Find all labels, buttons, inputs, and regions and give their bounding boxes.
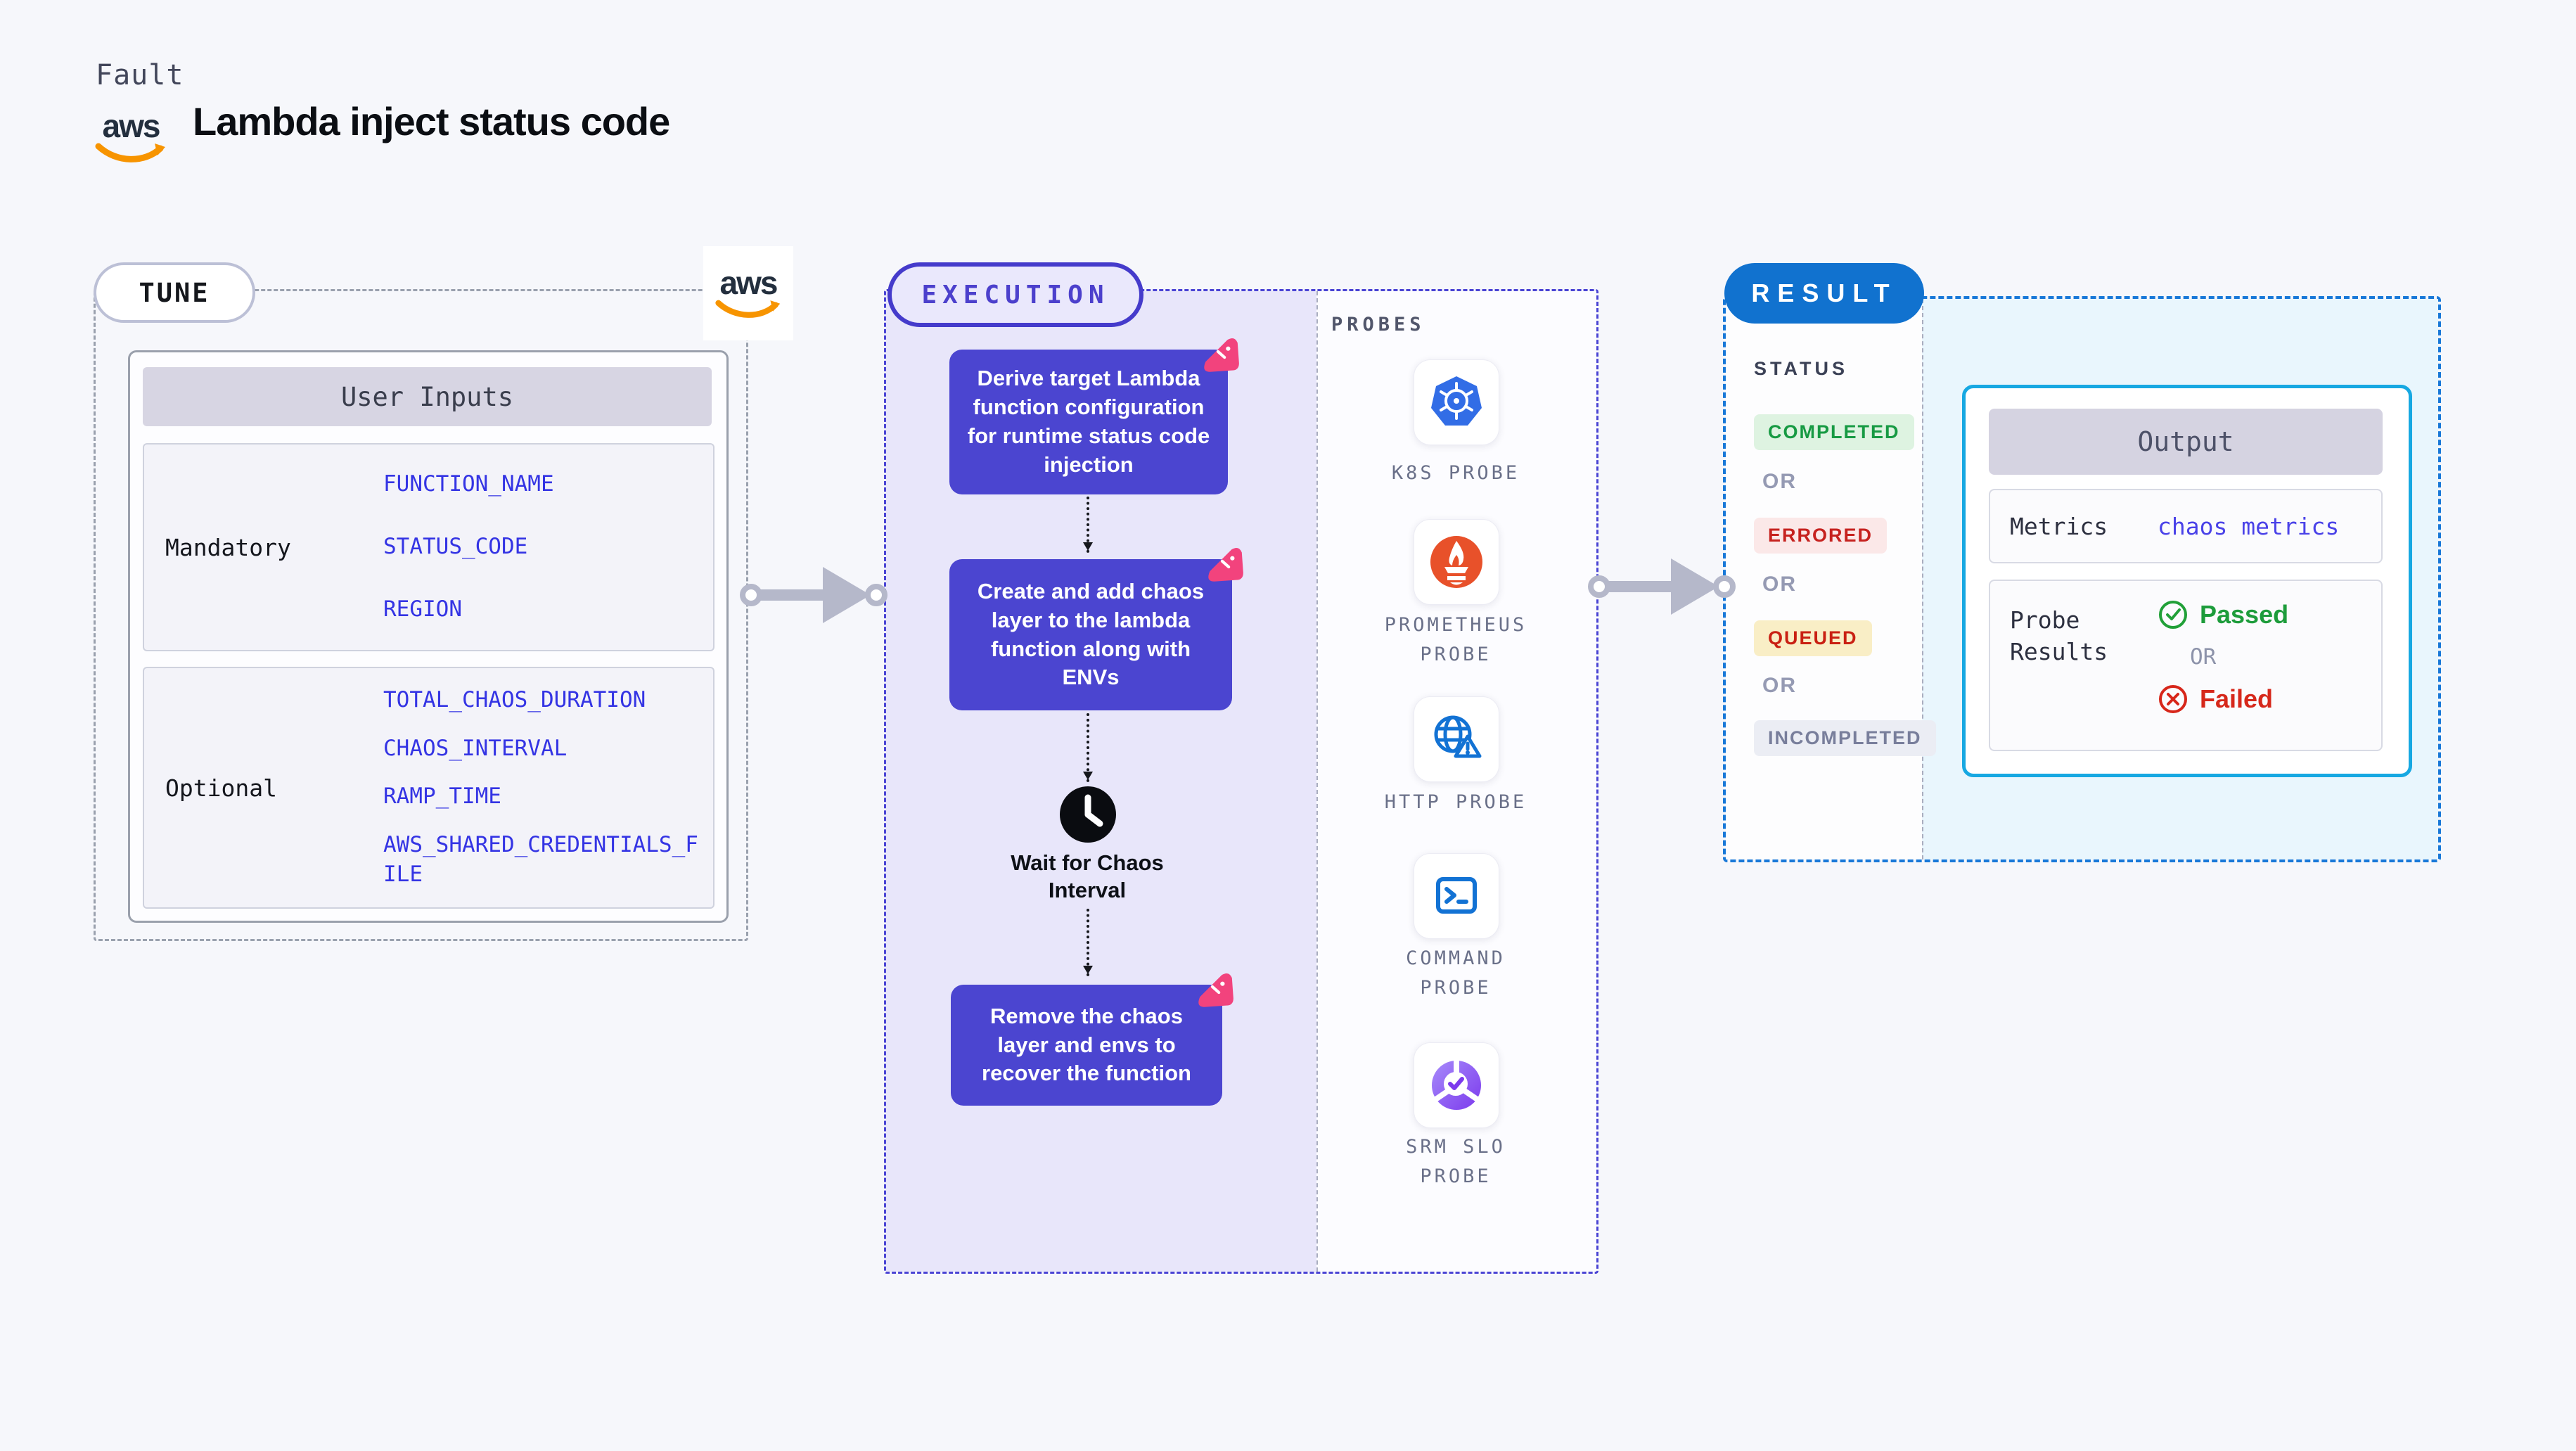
- aws-wordmark: aws: [102, 108, 161, 144]
- probe-label-command: COMMAND PROBE: [1406, 947, 1506, 999]
- user-inputs-table: User Inputs Mandatory FUNCTION_NAME STAT…: [128, 350, 729, 923]
- tune-to-execution-arrow-icon: [740, 567, 887, 623]
- passed-label: Passed: [2200, 600, 2289, 629]
- or-separator: OR: [1762, 470, 1797, 493]
- optional-label: Optional: [165, 774, 277, 802]
- prometheus-icon: [1430, 536, 1482, 588]
- passed-indicator: Passed: [2158, 599, 2288, 630]
- status-badge-queued: QUEUED: [1754, 620, 1872, 656]
- execution-label: EXECUTION: [921, 280, 1110, 309]
- step-derive-config-label: Derive target Lambda function configurat…: [967, 366, 1210, 477]
- step-connector: [1083, 713, 1093, 782]
- user-inputs-header: User Inputs: [143, 367, 712, 426]
- aws-logo: aws: [94, 110, 167, 165]
- metrics-label: Metrics: [2010, 512, 2108, 540]
- probe-card-k8s: [1414, 359, 1499, 445]
- tune-pill: TUNE: [94, 262, 255, 323]
- probes-to-result-arrow-icon: [1588, 558, 1736, 615]
- tune-aws-logo: aws: [703, 246, 793, 340]
- step-add-chaos-layer-label: Create and add chaos layer to the lambda…: [977, 578, 1205, 690]
- fault-type-label: Fault: [96, 59, 184, 91]
- aws-smile-icon: [95, 143, 165, 162]
- output-header: Output: [1989, 409, 2383, 475]
- input-total-chaos-duration: TOTAL_CHAOS_DURATION: [383, 687, 646, 713]
- status-badge-errored: ERRORED: [1754, 518, 1888, 554]
- tune-label: TUNE: [139, 277, 210, 308]
- srm-slo-icon: [1432, 1060, 1481, 1110]
- probe-results-values: Passed OR Failed: [2158, 599, 2288, 731]
- probe-card-prometheus: [1414, 519, 1499, 605]
- optional-values: TOTAL_CHAOS_DURATION CHAOS_INTERVAL RAMP…: [383, 668, 713, 907]
- aws-wordmark: aws: [719, 264, 778, 301]
- result-pill: RESULT: [1724, 263, 1924, 324]
- input-aws-shared-credentials-file: AWS_SHARED_CREDENTIALS_FILE: [383, 831, 698, 887]
- step-remove-chaos-layer: Remove the chaos layer and envs to recov…: [951, 973, 1233, 1106]
- probe-card-srm-slo: [1414, 1042, 1499, 1128]
- input-region: REGION: [383, 596, 462, 622]
- step-add-chaos-layer: Create and add chaos layer to the lambda…: [949, 547, 1243, 710]
- terminal-icon: [1436, 877, 1477, 914]
- step-connector: [1083, 909, 1093, 976]
- probe-card-command: [1414, 853, 1499, 939]
- result-label: RESULT: [1751, 279, 1897, 307]
- status-badge-completed: COMPLETED: [1754, 414, 1914, 450]
- probe-label-k8s: K8S PROBE: [1391, 462, 1520, 484]
- optional-row: Optional TOTAL_CHAOS_DURATION CHAOS_INTE…: [143, 667, 715, 909]
- output-card: Output Metrics chaos metrics Probe Resul…: [1962, 385, 2412, 777]
- failed-indicator: Failed: [2158, 684, 2288, 715]
- or-separator: OR: [2190, 644, 2217, 670]
- probe-card-http: [1414, 696, 1499, 782]
- chaos-fault-icon: [1208, 547, 1243, 582]
- kubernetes-icon: [1431, 376, 1482, 426]
- chaos-fault-icon: [1204, 338, 1239, 372]
- probes-heading: PROBES: [1331, 314, 1425, 335]
- probe-results-row: Probe Results Passed OR Failed: [1989, 580, 2383, 751]
- metrics-row: Metrics chaos metrics: [1989, 489, 2383, 563]
- probe-label-prometheus: PROMETHEUS PROBE: [1384, 614, 1527, 665]
- input-function-name: FUNCTION_NAME: [383, 471, 554, 497]
- execution-pill: EXECUTION: [887, 262, 1143, 327]
- or-separator: OR: [1762, 674, 1797, 697]
- chaos-fault-icon: [1198, 973, 1233, 1007]
- status-heading: STATUS: [1754, 358, 1848, 379]
- input-ramp-time: RAMP_TIME: [383, 784, 501, 810]
- wait-for-chaos-interval-label: Wait for Chaos Interval: [1011, 850, 1164, 902]
- http-globe-warning-icon: [1434, 715, 1482, 758]
- status-panel: STATUS COMPLETED OR ERRORED OR QUEUED OR…: [1726, 299, 1936, 859]
- probe-results-label: Probe Results: [2010, 606, 2108, 665]
- status-badge-incompleted: INCOMPLETED: [1754, 720, 1936, 756]
- check-circle-icon: [2159, 601, 2187, 629]
- input-chaos-interval: CHAOS_INTERVAL: [383, 735, 568, 761]
- failed-label: Failed: [2200, 684, 2274, 713]
- mandatory-row: Mandatory FUNCTION_NAME STATUS_CODE REGI…: [143, 443, 715, 651]
- x-circle-icon: [2159, 685, 2187, 713]
- probe-label-http: HTTP PROBE: [1384, 791, 1527, 813]
- tune-section: [94, 289, 748, 941]
- page-title: Lambda inject status code: [193, 99, 670, 143]
- or-separator: OR: [1762, 573, 1797, 596]
- probe-label-srm-slo: SRM SLO PROBE: [1406, 1136, 1506, 1187]
- mandatory-values: FUNCTION_NAME STATUS_CODE REGION: [383, 445, 713, 650]
- step-derive-config: Derive target Lambda function configurat…: [949, 338, 1239, 494]
- chaos-metrics-link[interactable]: chaos metrics: [2158, 512, 2340, 540]
- clock-icon: [1060, 786, 1116, 843]
- step-remove-chaos-layer-label: Remove the chaos layer and envs to recov…: [982, 1003, 1191, 1086]
- aws-smile-icon: [715, 300, 781, 318]
- input-status-code: STATUS_CODE: [383, 534, 528, 560]
- mandatory-label: Mandatory: [165, 533, 291, 561]
- step-connector: [1083, 497, 1093, 553]
